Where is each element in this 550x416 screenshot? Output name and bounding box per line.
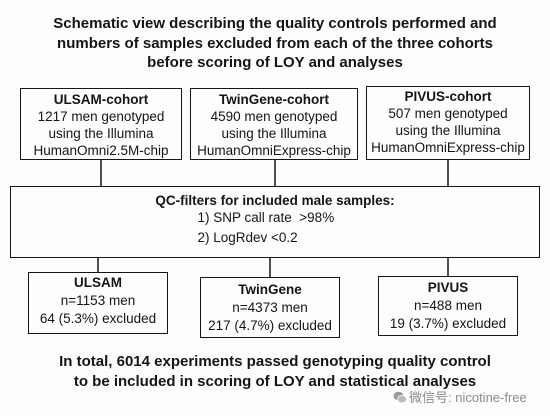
result-count: n=4373 men — [232, 299, 308, 315]
cohort-detail: using the Illumina — [395, 123, 501, 138]
cohort-detail: 1217 men genotyped — [37, 109, 165, 124]
result-count: n=488 men — [414, 297, 482, 313]
result-box-ulsam: ULSAM n=1153 men 64 (5.3%) excluded — [28, 272, 168, 334]
wechat-icon — [393, 391, 407, 404]
result-excluded: 64 (5.3%) excluded — [39, 310, 157, 326]
result-box-pivus: PIVUS n=488 men 19 (3.7%) excluded — [378, 276, 518, 336]
cohort-detail: 4590 men genotyped — [210, 109, 338, 124]
qc-filter-item: 2) LogRdev <0.2 — [197, 229, 298, 245]
cohort-detail: 507 men genotyped — [388, 106, 508, 121]
cohort-box-ulsam: ULSAM-cohort 1217 men genotyped using th… — [20, 88, 182, 160]
result-name: PIVUS — [427, 279, 469, 295]
result-excluded: 19 (3.7%) excluded — [389, 315, 507, 331]
qc-filters-box: QC-filters for included male samples: 1)… — [10, 186, 540, 258]
cohort-box-pivus: PIVUS-cohort 507 men genotyped using the… — [366, 86, 530, 160]
qc-filter-list: 1) SNP call rate >98% 2) LogRdev <0.2 — [198, 208, 335, 247]
cohort-name: ULSAM-cohort — [53, 92, 149, 107]
qc-filter-item: 1) SNP call rate >98% — [197, 210, 335, 225]
cohort-detail: using the Illumina — [48, 126, 154, 141]
title-line: Schematic view describing the quality co… — [53, 15, 497, 32]
summary-text: In total, 6014 experiments passed genoty… — [0, 352, 550, 392]
cohort-detail: HumanOmniExpress-chip — [371, 140, 525, 155]
summary-line: In total, 6014 experiments passed genoty… — [59, 353, 491, 370]
qc-heading: QC-filters for included male samples: — [155, 192, 395, 208]
watermark-text: 微信号: nicotine-free — [409, 390, 527, 405]
result-name: ULSAM — [74, 274, 122, 290]
result-excluded: 217 (4.7%) excluded — [208, 317, 332, 333]
cohort-box-twingene: TwinGene-cohort 4590 men genotyped using… — [190, 88, 358, 160]
diagram-title: Schematic view describing the quality co… — [0, 14, 550, 73]
result-box-twingene: TwinGene n=4373 men 217 (4.7%) excluded — [200, 277, 340, 338]
cohort-detail: HumanOmni2.5M-chip — [33, 143, 169, 158]
cohort-detail: using the Illumina — [221, 126, 327, 141]
result-count: n=1153 men — [60, 292, 136, 308]
result-name: TwinGene — [238, 281, 302, 297]
title-line: numbers of samples excluded from each of… — [57, 34, 493, 52]
cohort-detail: HumanOmniExpress-chip — [197, 143, 351, 158]
cohort-name: TwinGene-cohort — [219, 92, 329, 107]
summary-line: to be included in scoring of LOY and sta… — [73, 373, 477, 390]
title-line: before scoring of LOY and analyses — [147, 54, 403, 71]
cohort-name: PIVUS-cohort — [404, 89, 492, 104]
